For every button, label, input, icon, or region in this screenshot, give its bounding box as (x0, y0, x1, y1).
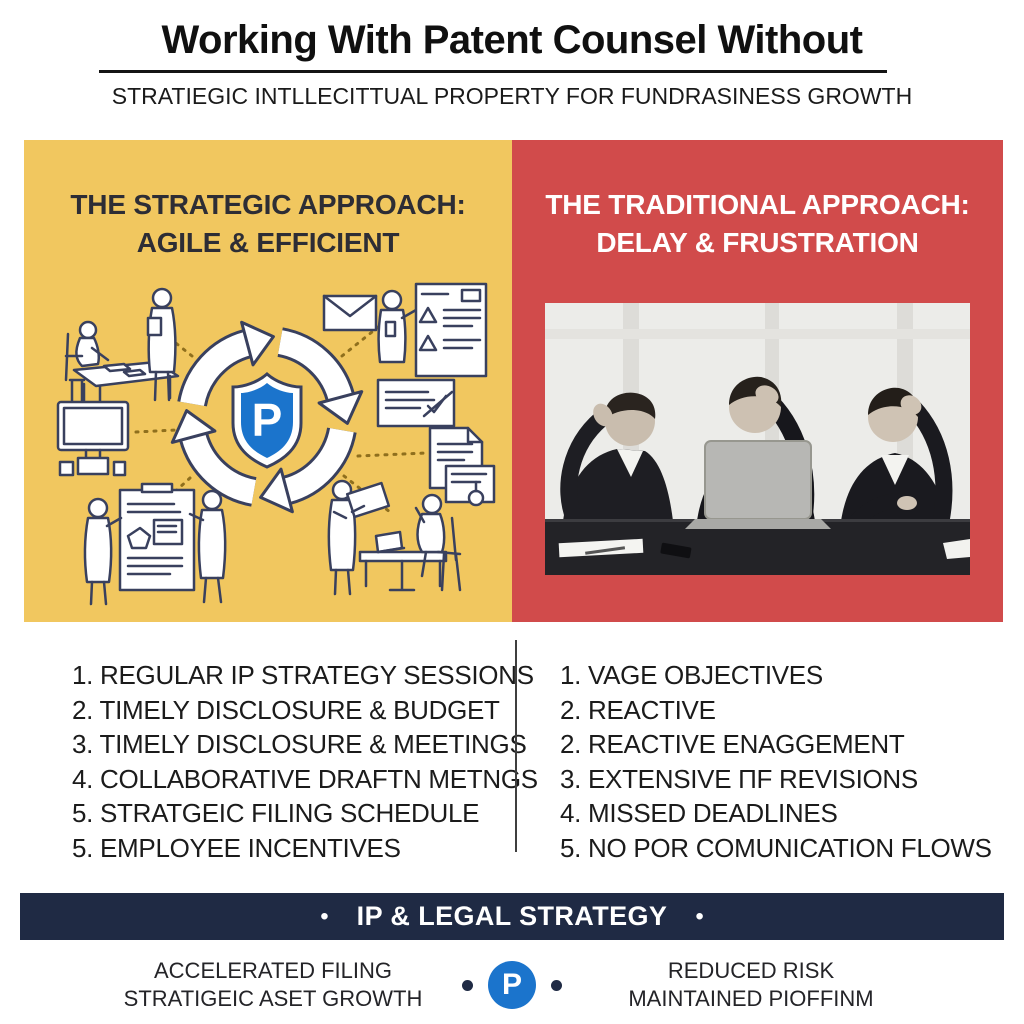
strategic-list: 1. REGULAR IP STRATEGY SESSIONS 2. TIMEL… (72, 658, 538, 865)
list-item: 1. REGULAR IP STRATEGY SESSIONS (72, 660, 534, 690)
page-subtitle: STRATIEGIC INTLLECITTUAL PROPERTY FOR FU… (111, 83, 913, 109)
frustrated-team-photo (545, 303, 970, 575)
list-item: 1. VAGE OBJECTIVES (560, 660, 823, 690)
list-item: 2. REACTIVE ENAGGEMENT (560, 729, 905, 759)
footer-right-line2: MAINTAINED PIOFFINM (628, 986, 874, 1011)
list-item: 2. REACTIVE (560, 694, 716, 725)
traditional-panel: THE TRADITIONAL APPROACH: DELAY & FRUSTR… (512, 140, 1003, 622)
poster-presentation-illustration (83, 482, 227, 606)
traditional-list: 1. VAGE OBJECTIVES 2. REACTIVE 2. REACTI… (560, 658, 992, 865)
pencil (585, 546, 626, 555)
comparison-lists: 1. REGULAR IP STRATEGY SESSIONS 2. TIMEL… (24, 640, 1003, 886)
footer-left-line2: STRATIGEIC ASET GROWTH (123, 986, 423, 1011)
strategy-banner: • IP & LEGAL STRATEGY • (20, 893, 1004, 940)
laptop-icon (685, 440, 831, 529)
shield-letter: P (252, 394, 283, 446)
page-title: Working With Patent Counsel Without (161, 18, 863, 62)
list-item: 3. EXTENSIVE ПF REVISIONS (560, 763, 918, 794)
computer-monitor-icon (56, 400, 130, 477)
notepad (558, 538, 644, 558)
phone (660, 542, 692, 559)
cycle-arrows-icon (172, 322, 364, 511)
patent-shield-icon: P (231, 371, 303, 469)
banner-bullet-right: • (695, 902, 704, 930)
footer-dot-left (462, 979, 473, 991)
patent-badge-icon: P (488, 961, 536, 1009)
list-item: 4. MISSED DEADLINES (560, 798, 838, 828)
footer-left-line1: ACCELERATED FILING (154, 958, 392, 983)
meeting-table-illustration (64, 287, 180, 410)
strategic-panel: THE STRATEGIC APPROACH: AGILE & EFFICIEN… (24, 140, 512, 622)
title-divider (99, 70, 887, 73)
strategic-heading: THE STRATEGIC APPROACH: AGILE & EFFICIEN… (24, 186, 512, 262)
strategic-illustration: P (56, 282, 496, 606)
list-item: 2. TIMELY DISCLOSURE & BUDGET (72, 694, 500, 725)
strategic-heading-line2: AGILE & EFFICIENT (136, 227, 400, 258)
list-item: 5. EMPLOYEE INCENTIVES (72, 832, 401, 863)
footer-left-benefits: ACCELERATED FILING STRATIGEIC ASET GROWT… (99, 957, 447, 1013)
traditional-heading-line2: DELAY & FRUSTRATION (596, 227, 919, 258)
strategic-heading-line1: THE STRATEGIC APPROACH: (70, 189, 466, 220)
list-divider (515, 640, 517, 852)
list-item: 5. NO POR COMUNICATION FLOWS (560, 832, 992, 863)
comparison-panels: THE STRATEGIC APPROACH: AGILE & EFFICIEN… (24, 140, 1003, 622)
footer-right-line1: REDUCED RISK (667, 958, 835, 983)
footer-right-benefits: REDUCED RISK MAINTAINED PIOFFINM (577, 957, 925, 1013)
banner-title: IP & LEGAL STRATEGY (356, 901, 668, 931)
businessman-left (560, 392, 673, 530)
list-item: 5. STRATGEIC FILING SCHEDULE (72, 798, 480, 828)
paper (943, 539, 970, 559)
list-item: 3. TIMELY DISCLOSURE & MEETINGS (72, 729, 527, 759)
businessman-right (841, 387, 953, 530)
document-review-illustration (376, 282, 488, 428)
documents-icon (428, 426, 496, 507)
badge-letter: P (501, 968, 522, 1001)
list-item: 4. COLLABORATIVE DRAFTN METNGS (72, 763, 538, 794)
traditional-heading: THE TRADITIONAL APPROACH: DELAY & FRUSTR… (512, 186, 1003, 262)
banner-bullet-left: • (320, 902, 329, 930)
footer: ACCELERATED FILING STRATIGEIC ASET GROWT… (0, 946, 1024, 1024)
desk-collaboration-illustration (327, 479, 462, 596)
footer-dot-right (551, 979, 562, 991)
traditional-heading-line1: THE TRADITIONAL APPROACH: (545, 189, 970, 220)
envelope-icon (322, 294, 378, 332)
